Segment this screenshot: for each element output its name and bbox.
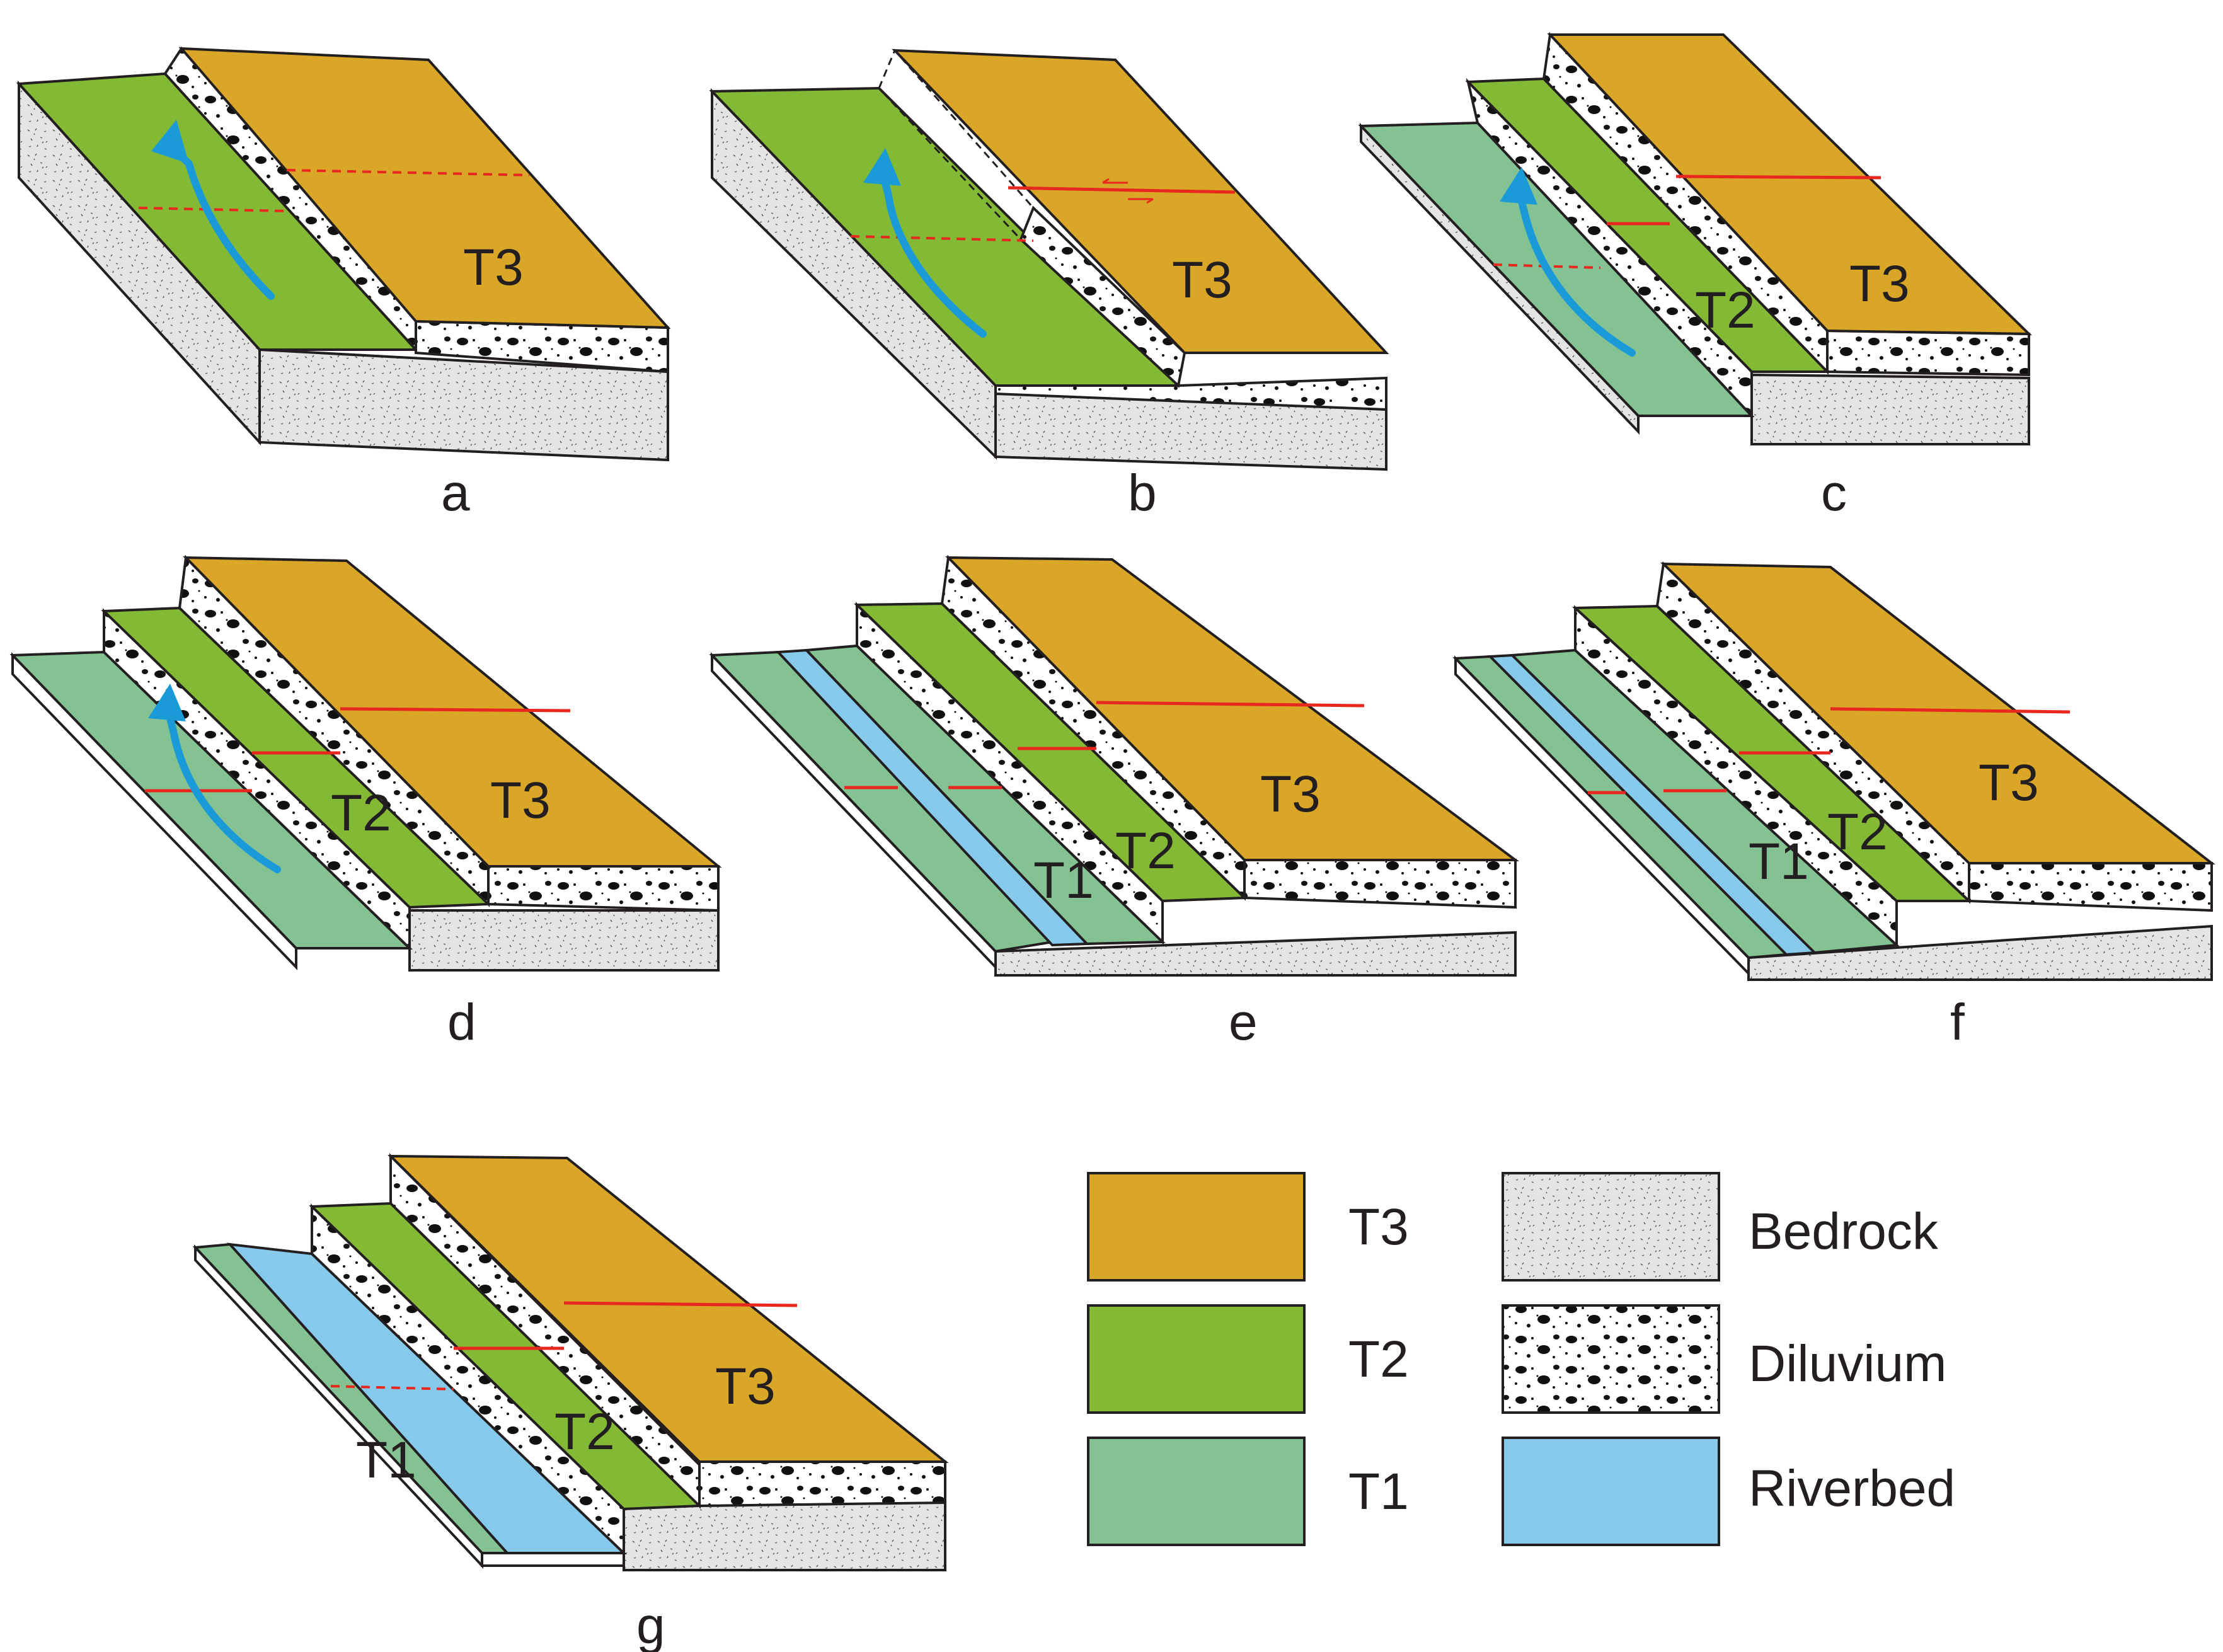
diluvium-front — [698, 1460, 946, 1508]
t1-label: T1 — [1749, 833, 1809, 890]
legend-swatch-t1 — [1087, 1437, 1306, 1546]
panel-d: T2 T3 d — [9, 554, 722, 1051]
t3-surface — [178, 47, 671, 330]
fault-trace — [1675, 175, 1881, 180]
river-arrow — [878, 166, 987, 338]
fault-trace — [1096, 701, 1365, 708]
legend-swatch-bedrock — [1502, 1172, 1720, 1282]
t3-label: T3 — [490, 772, 551, 829]
fault-trace — [1830, 707, 2071, 714]
fault-slip-arrow — [1128, 198, 1154, 204]
legend-label-diluvium: Diluvium — [1749, 1335, 1946, 1392]
legend-swatch-riverbed — [1502, 1437, 1720, 1546]
river-arrowhead — [151, 120, 189, 164]
panel-letter: g — [636, 1597, 665, 1652]
legend-swatch-diluvium — [1502, 1304, 1720, 1414]
bedrock-front-face — [1747, 924, 2213, 981]
t2-label: T2 — [1695, 282, 1755, 339]
t3-label: T3 — [1979, 754, 2039, 812]
diluvium-front — [487, 865, 720, 912]
t3-label: T3 — [715, 1358, 776, 1415]
fault-trace — [286, 169, 530, 176]
legend-label-t1: T1 — [1348, 1463, 1409, 1520]
bedrock-front-face — [1750, 373, 2030, 445]
panel-b: T3 b — [709, 49, 1389, 522]
t3-surface — [892, 49, 1389, 354]
t3-surface — [945, 556, 1520, 861]
river-arrowhead — [1500, 167, 1537, 205]
diluvium-front — [994, 376, 1387, 411]
river-arrow — [166, 141, 275, 300]
panel-f: T1 T2 T3 f — [1452, 561, 2215, 1051]
fault-trace — [850, 235, 1034, 242]
t3-label: T3 — [1172, 251, 1232, 309]
panel-letter: b — [1128, 464, 1157, 522]
t3-label: T3 — [1260, 766, 1321, 823]
t2-label: T2 — [1115, 822, 1176, 880]
fault-trace — [1008, 186, 1236, 194]
t3-surface — [1660, 562, 2215, 864]
t3-label: T3 — [463, 239, 524, 296]
t3-label: T3 — [1849, 255, 1910, 313]
fault-trace — [340, 707, 571, 713]
t2-label: T2 — [554, 1403, 615, 1460]
t3-surface — [388, 1154, 949, 1463]
panel-letter: d — [447, 994, 476, 1051]
fault-trace — [330, 1385, 454, 1391]
t2-label: T2 — [331, 784, 391, 842]
fault-trace — [563, 1301, 798, 1307]
bedrock-front-face — [994, 931, 1517, 977]
riverbed-bottom — [481, 1552, 625, 1567]
legend-swatch-t2 — [1087, 1304, 1306, 1414]
legend-label-t3: T3 — [1348, 1198, 1409, 1256]
displaced-riser — [878, 49, 1035, 241]
bedrock-front-face — [623, 1501, 946, 1571]
panel-letter: f — [1950, 994, 1965, 1051]
panel-c: T2 T3 c — [1358, 32, 2032, 522]
panel-e: T1 T2 T3 e — [709, 554, 1520, 1051]
fault-slip-arrow — [1102, 178, 1128, 184]
diluvium-front — [1243, 859, 1517, 909]
t3-surface — [1547, 33, 2032, 336]
panel-a: T3 a — [16, 46, 671, 522]
panel-letter: e — [1229, 994, 1258, 1051]
diluvium-front — [1968, 862, 2213, 912]
river-arrow — [163, 702, 281, 873]
diluvium-front — [1826, 329, 2030, 377]
t1-label: T1 — [1033, 852, 1094, 909]
river-arrow — [1515, 185, 1636, 357]
t2-label: T2 — [1827, 803, 1888, 861]
legend-label-bedrock: Bedrock — [1749, 1203, 1939, 1260]
panel-g: T1 T2 T3 g — [192, 1153, 949, 1652]
panel-letter: c — [1821, 464, 1847, 522]
river-arrowhead — [148, 684, 186, 721]
legend-label-riverbed: Riverbed — [1749, 1460, 1955, 1517]
legend-label-t2: T2 — [1348, 1331, 1409, 1388]
bedrock-front-face — [408, 909, 720, 972]
panel-letter: a — [441, 464, 470, 522]
t3-surface — [183, 556, 722, 868]
bedrock-front-face — [258, 348, 669, 462]
legend-swatch-t3 — [1087, 1172, 1306, 1282]
river-arrowhead — [863, 148, 901, 186]
t1-label: T1 — [356, 1431, 416, 1489]
legend: T3 T2 T1 Bedrock Diluvium Riverbed — [1087, 1172, 1955, 1546]
fault-trace — [138, 207, 287, 212]
